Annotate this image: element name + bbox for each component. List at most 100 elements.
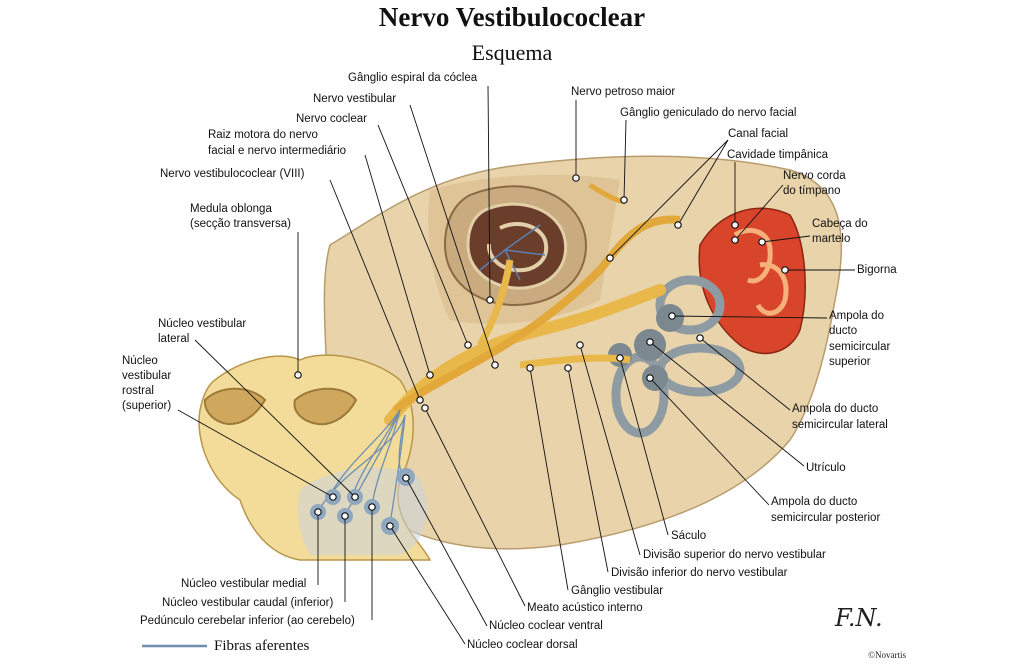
leader-dot-nervo-vestibulococlear xyxy=(416,396,424,404)
leader-nucleo-lateral xyxy=(194,339,356,498)
leader-lines xyxy=(177,85,855,645)
leader-canal-facial-2 xyxy=(677,139,729,226)
leader-coclear-ventral xyxy=(405,477,488,627)
leader-dot-coclear-dorsal xyxy=(386,522,394,530)
leader-dot-martelo xyxy=(758,238,766,246)
olive-right xyxy=(293,387,358,426)
label-ampola-sup-3: semicircular xyxy=(829,341,891,353)
leader-ganglio-geniculado xyxy=(623,119,627,201)
label-ampola-post-2: semicircular posterior xyxy=(771,512,881,524)
leader-dot-medula xyxy=(294,371,302,379)
label-medula-2: (secção transversa) xyxy=(190,218,291,230)
label-utriculo: Utrículo xyxy=(806,462,846,474)
label-nucleo-rostral-1: Núcleo xyxy=(122,355,158,367)
leader-corda xyxy=(734,184,784,241)
leader-nervo-coclear xyxy=(377,124,469,346)
label-ampola-sup-2: ducto xyxy=(829,325,858,337)
label-ampola-sup-1: Ampola do xyxy=(829,310,884,322)
label-nucleo-lateral-2: lateral xyxy=(158,333,190,345)
ampulla-posterior xyxy=(642,365,668,391)
leader-nucleo-rostral xyxy=(177,409,334,498)
label-coclear-ventral: Núcleo coclear ventral xyxy=(489,620,603,632)
label-nervo-petroso: Nervo petroso maior xyxy=(571,86,676,98)
leader-div-superior xyxy=(579,344,641,556)
leader-dot-nervo-petroso xyxy=(572,174,580,182)
leader-dot-div-superior xyxy=(576,341,584,349)
ossicles xyxy=(733,228,789,316)
leader-meato xyxy=(424,407,526,607)
label-nucleo-lateral-1: Núcleo vestibular xyxy=(158,318,247,330)
label-nervo-coclear: Nervo coclear xyxy=(296,113,367,125)
leader-dot-utriculo xyxy=(646,338,654,346)
leader-dot-canal-facial xyxy=(606,254,614,262)
diagram-title: Nervo Vestibulococlear xyxy=(378,2,646,32)
label-ampola-post-1: Ampola do ducto xyxy=(771,496,858,508)
vestibulocochlear-nerve xyxy=(384,284,666,426)
label-canal-facial: Canal facial xyxy=(728,128,789,140)
leader-dot-meato xyxy=(421,404,429,412)
leader-dot-ganglio-espiral xyxy=(486,296,494,304)
leader-raiz-motora xyxy=(364,154,431,376)
leader-saculo xyxy=(619,357,669,536)
label-meato: Meato acústico interno xyxy=(527,602,643,614)
label-nucleo-rostral-4: (superior) xyxy=(122,400,172,412)
leader-dot-nucleo-rostral xyxy=(329,493,337,501)
leader-dot-nucleo-medial xyxy=(314,508,322,516)
leader-dot-ganglio-vestibular xyxy=(526,364,534,372)
label-pedunculo: Pedúnculo cerebelar inferior (ao cerebel… xyxy=(140,615,355,627)
label-corda-2: do tímpano xyxy=(783,185,841,197)
label-nucleo-rostral-3: rostral xyxy=(122,385,154,397)
legend-label: Fibras aferentes xyxy=(214,638,310,654)
leader-dot-nucleo-lateral xyxy=(351,493,359,501)
facial-nerve xyxy=(392,215,681,414)
label-raiz-motora-1: Raiz motora do nervo xyxy=(208,129,318,141)
leader-ampola-sup xyxy=(671,315,828,319)
leader-utriculo xyxy=(649,341,805,467)
label-div-superior: Divisão superior do nervo vestibular xyxy=(643,549,826,561)
leader-dot-canal-facial-2 xyxy=(674,221,682,229)
leader-dot-ganglio-geniculado xyxy=(620,196,628,204)
leader-dot-pedunculo xyxy=(368,503,376,511)
leader-dots xyxy=(294,174,789,530)
label-ganglio-espiral: Gânglio espiral da cóclea xyxy=(348,72,478,84)
label-ampola-lat-1: Ampola do ducto xyxy=(792,403,879,415)
leader-dot-ampola-lat xyxy=(696,334,704,342)
label-nervo-vestibulococlear: Nervo vestibulococlear (VIII) xyxy=(160,168,305,180)
label-nucleo-caudal: Núcleo vestibular caudal (inferior) xyxy=(162,597,334,609)
leader-dot-coclear-ventral xyxy=(402,474,410,482)
label-bigorna: Bigorna xyxy=(857,264,897,276)
leader-nervo-vestibular xyxy=(409,104,496,366)
label-cavidade-timpanica: Cavidade timpânica xyxy=(727,149,829,161)
leader-dot-saculo xyxy=(616,354,624,362)
label-raiz-motora-2: facial e nervo intermediário xyxy=(208,145,347,157)
label-ampola-lat-2: semicircular lateral xyxy=(792,419,888,431)
label-nervo-vestibular: Nervo vestibular xyxy=(313,93,397,105)
diagram-subtitle: Esquema xyxy=(471,40,553,65)
leader-dot-nervo-coclear xyxy=(464,341,472,349)
label-martelo-2: martelo xyxy=(812,233,851,245)
leader-div-inferior xyxy=(567,367,609,573)
leader-ganglio-espiral xyxy=(487,85,491,301)
leader-dot-ampola-post xyxy=(646,374,654,382)
leader-ampola-lat xyxy=(699,337,791,411)
label-martelo-1: Cabeça do xyxy=(812,218,868,230)
leader-coclear-dorsal xyxy=(389,525,466,645)
label-ganglio-geniculado: Gânglio geniculado do nervo facial xyxy=(620,107,797,119)
label-corda-1: Nervo corda xyxy=(783,170,846,182)
leader-ganglio-vestibular xyxy=(529,367,569,591)
leader-dot-nervo-vestibular xyxy=(491,361,499,369)
copyright-credit: ©Novartis xyxy=(868,650,906,660)
leader-dot-div-inferior xyxy=(564,364,572,372)
label-saculo: Sáculo xyxy=(671,530,707,542)
cochlear-nerve-branch xyxy=(476,259,514,347)
leader-dot-cavidade-timpanica xyxy=(731,221,739,229)
leader-nervo-vestibulococlear xyxy=(329,179,421,401)
artist-signature: F.N. xyxy=(835,604,883,632)
leader-canal-facial xyxy=(609,139,729,259)
leader-dot-nucleo-caudal xyxy=(341,512,349,520)
leader-ampola-post xyxy=(649,377,770,506)
leader-dot-bigorna xyxy=(781,266,789,274)
label-nucleo-rostral-2: vestibular xyxy=(122,370,172,382)
